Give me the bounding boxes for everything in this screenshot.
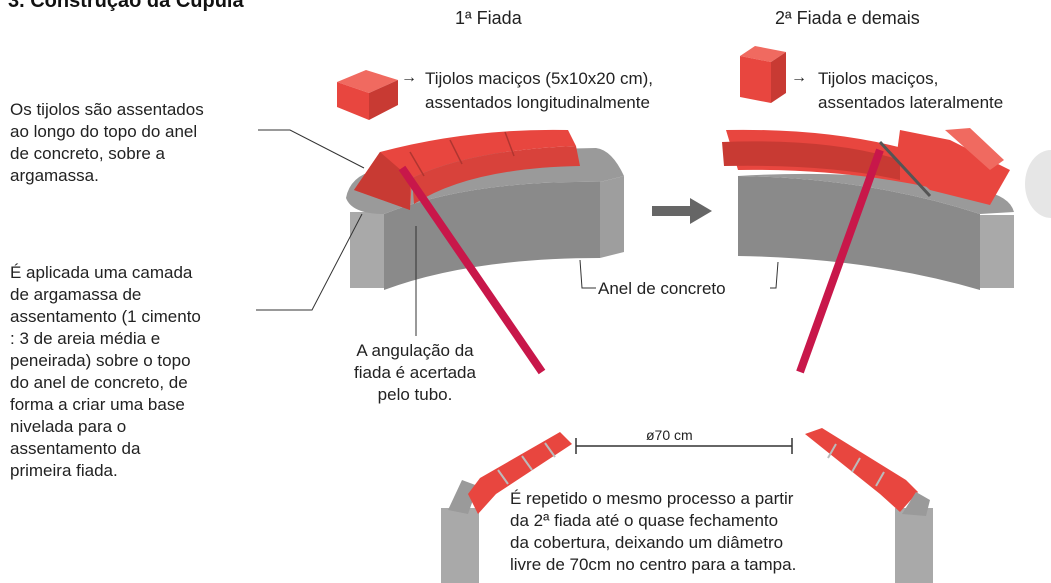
first-course-ring — [346, 129, 624, 375]
svg-text:→: → — [791, 69, 807, 86]
lateral-brick-icon — [740, 46, 786, 103]
first-course-heading: 1ª Fiada — [455, 8, 522, 28]
note-mortar-layer: É aplicada uma camada de argamassa de as… — [10, 263, 201, 480]
svg-text:→: → — [401, 69, 417, 86]
note-angle-pipe: A angulação da fiada é acertada pelo tub… — [354, 341, 476, 404]
second-course-heading: 2ª Fiada e demais — [775, 8, 920, 28]
section-title: 3. Construção da Cúpula — [8, 0, 244, 12]
leader-lines — [256, 129, 779, 336]
note-repeat-process: É repetido o mesmo processo a partir da … — [510, 489, 797, 574]
brick1-label-line2: assentados longitudinalmente — [425, 93, 650, 112]
second-course-ring — [722, 128, 1051, 374]
longitudinal-brick-icon — [337, 70, 398, 120]
brick1-label-line1: Tijolos maciços (5x10x20 cm), — [425, 69, 653, 88]
brick2-label-line2: assentados lateralmente — [818, 93, 1004, 112]
brick2-label-line1: Tijolos maciços, — [818, 69, 939, 88]
diameter-label: ø70 cm — [646, 427, 693, 443]
note-bricks-laid: Os tijolos são assentados ao longo do to… — [10, 100, 204, 185]
progress-arrow — [652, 198, 712, 224]
concrete-ring-label: Anel de concreto — [598, 279, 726, 298]
dome-cross-section — [441, 428, 933, 583]
